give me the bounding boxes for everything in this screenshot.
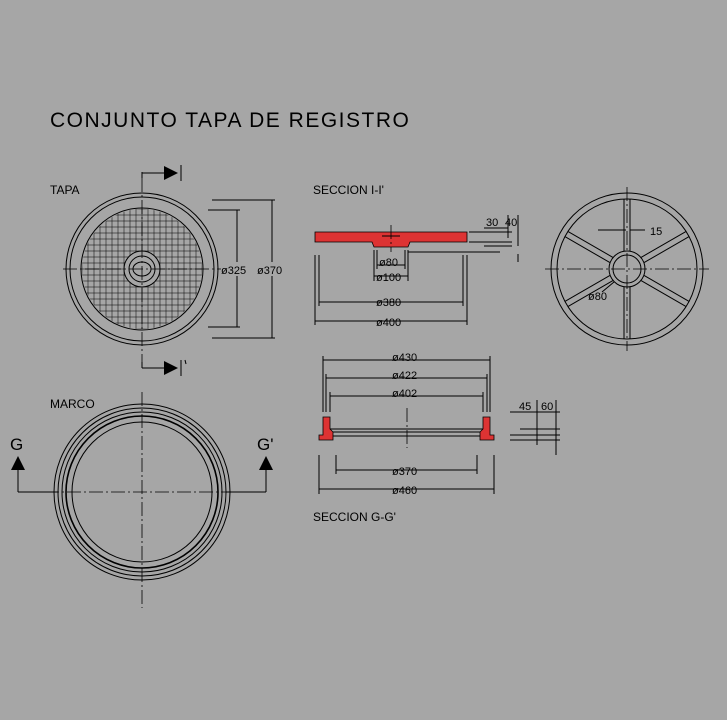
tapa-plan-view bbox=[63, 178, 221, 368]
section-g-dimensions: ø430 ø422 ø402 45 60 ø370 ø460 bbox=[392, 352, 553, 497]
dim-sec-g-d430: ø430 bbox=[392, 352, 417, 364]
rib-line bbox=[564, 236, 612, 264]
dim-sec-g-t60: 60 bbox=[541, 401, 553, 413]
cut-mark-i: I' bbox=[141, 165, 187, 376]
marco-label: MARCO bbox=[50, 397, 95, 411]
cut-label-g-right: G' bbox=[257, 435, 273, 454]
section-g-label: SECCION G-G' bbox=[313, 510, 396, 524]
dim-sec-g-d370: ø370 bbox=[392, 466, 417, 478]
dim-tapa-d325: ø325 bbox=[221, 265, 246, 277]
cut-mark-g: G G' bbox=[10, 435, 273, 493]
tapa-underside-view: 15 ø80 bbox=[545, 187, 709, 351]
rib-line bbox=[567, 279, 615, 308]
section-g-profile bbox=[318, 356, 560, 494]
dim-tapa-d370: ø370 bbox=[257, 265, 282, 277]
tapa-dimensions: ø325 ø370 bbox=[208, 199, 283, 339]
rib-line bbox=[567, 230, 615, 259]
rib-line bbox=[642, 274, 690, 302]
dim-rib-15: 15 bbox=[650, 226, 662, 238]
section-i-profile bbox=[314, 215, 519, 325]
dim-sec-i-d380: ø380 bbox=[376, 297, 401, 309]
rib-line bbox=[564, 274, 612, 302]
cut-label-g-left: G bbox=[10, 435, 23, 454]
dim-sec-g-t45: 45 bbox=[519, 401, 531, 413]
dim-sec-g-d402: ø402 bbox=[392, 388, 417, 400]
rib-line bbox=[639, 279, 687, 308]
dim-sec-i-d100: ø100 bbox=[376, 272, 401, 284]
dim-sec-i-d400: ø400 bbox=[376, 317, 401, 329]
rib-line bbox=[642, 236, 690, 264]
dim-sec-i-d80: ø80 bbox=[379, 257, 398, 269]
section-i-label: SECCION I-I' bbox=[313, 183, 384, 197]
dim-sec-g-d460: ø460 bbox=[392, 485, 417, 497]
dim-sec-i-t40: 40 bbox=[505, 217, 517, 229]
drawing-title: CONJUNTO TAPA DE REGISTRO bbox=[50, 109, 410, 132]
dim-sec-i-t30: 30 bbox=[486, 217, 498, 229]
dim-rib-d80: ø80 bbox=[588, 291, 607, 303]
dim-sec-g-d422: ø422 bbox=[392, 370, 417, 382]
section-i-dimensions: 30 40 ø80 ø100 ø380 ø400 bbox=[376, 217, 517, 329]
rib-line bbox=[639, 230, 687, 259]
tapa-label: TAPA bbox=[50, 183, 80, 197]
